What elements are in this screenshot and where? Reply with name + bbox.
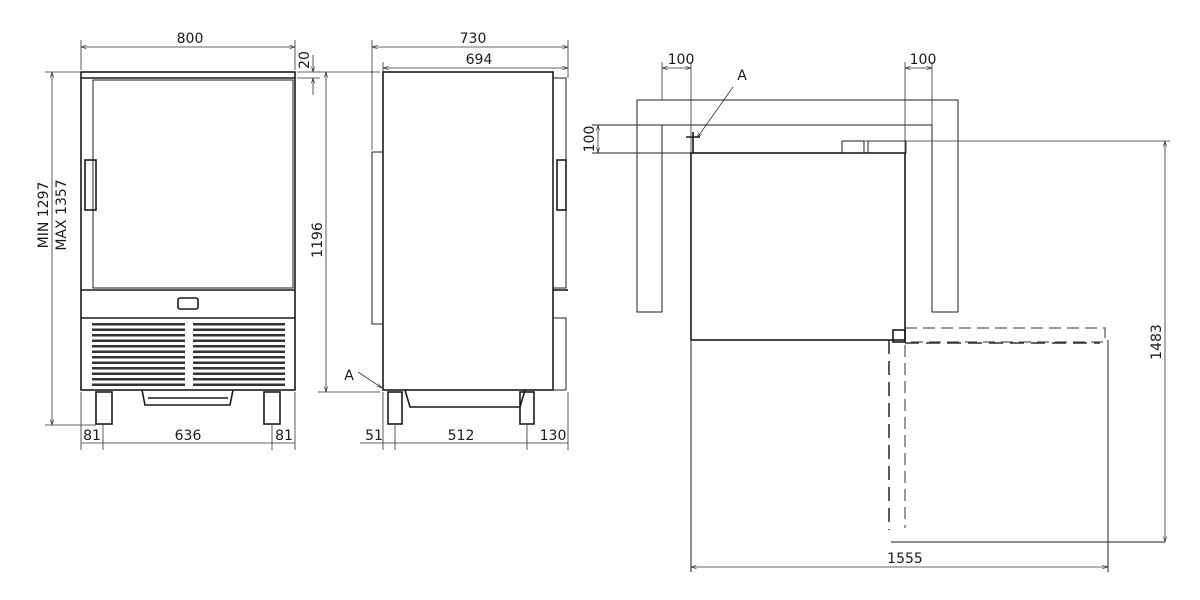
grille-slat [92, 361, 185, 364]
dim-foot-right: 81 [275, 428, 293, 444]
hinge-b [892, 329, 906, 343]
ventilation-grille [92, 323, 285, 386]
dim-top-gap: 20 [297, 51, 313, 69]
hinge-a [686, 132, 700, 153]
dim-clearance-right: 100 [910, 52, 937, 68]
foot-right [263, 391, 281, 425]
grille-slat [193, 339, 285, 342]
grille-slat [92, 345, 185, 348]
grille-slat [92, 350, 185, 353]
grille-slat [92, 323, 185, 326]
grille-slat [193, 367, 285, 370]
dim-foot-span: 636 [175, 428, 202, 444]
grille-slat [193, 378, 285, 381]
grille-slat [193, 372, 285, 375]
dim-height-min: MIN 1297 [36, 182, 52, 249]
side-handle [556, 159, 567, 211]
dim-foot-span-side: 512 [448, 428, 475, 444]
dim-foot-left: 81 [83, 428, 101, 444]
side-body-outline [382, 71, 554, 391]
dim-foot-rear: 130 [540, 428, 567, 444]
control-display [177, 297, 199, 310]
grille-slat [193, 345, 285, 348]
dim-foot-front: 51 [365, 428, 383, 444]
grille-slat [193, 334, 285, 337]
dim-clearance-left: 100 [668, 52, 695, 68]
dim-depth-door-open: 1483 [1149, 324, 1165, 360]
grille-slat [193, 328, 285, 331]
side-drain-tray [404, 389, 526, 408]
grille-slat [92, 334, 185, 337]
front-view: 800 20 MIN 1297 MAX 1357 81 636 81 [36, 31, 320, 450]
plan-body [690, 152, 906, 341]
side-view: 730 694 1196 A 51 512 130 [310, 31, 569, 450]
grille-slat [193, 383, 285, 386]
front-door [92, 79, 294, 289]
dim-depth-total: 730 [460, 31, 487, 47]
grille-slat [92, 378, 185, 381]
dim-width: 800 [177, 31, 204, 47]
plan-view: 100 100 100 A 1483 1555 [582, 52, 1170, 572]
grille-slat [92, 328, 185, 331]
plan-detail-label-a: A [737, 68, 747, 84]
dim-width-door-open: 1555 [887, 551, 923, 567]
grille-slat [92, 356, 185, 359]
grille-slat [92, 383, 185, 386]
drain-tray [141, 389, 234, 406]
dim-depth-body: 694 [466, 52, 493, 68]
grille-slat [92, 367, 185, 370]
grille-slat [92, 339, 185, 342]
door-handle [84, 159, 97, 211]
front-body-outline [80, 71, 296, 391]
grille-slat [193, 361, 285, 364]
grille-slat [193, 356, 285, 359]
foot-left [95, 391, 113, 425]
side-door-edge [371, 151, 384, 325]
dim-clearance-rear: 100 [582, 126, 598, 153]
grille-slat [92, 372, 185, 375]
grille-slat [193, 323, 285, 326]
dim-height: 1196 [310, 222, 326, 258]
clearance-frame [636, 99, 959, 313]
dim-height-max: MAX 1357 [54, 179, 70, 250]
detail-label-a: A [344, 368, 354, 384]
grille-slat [193, 350, 285, 353]
